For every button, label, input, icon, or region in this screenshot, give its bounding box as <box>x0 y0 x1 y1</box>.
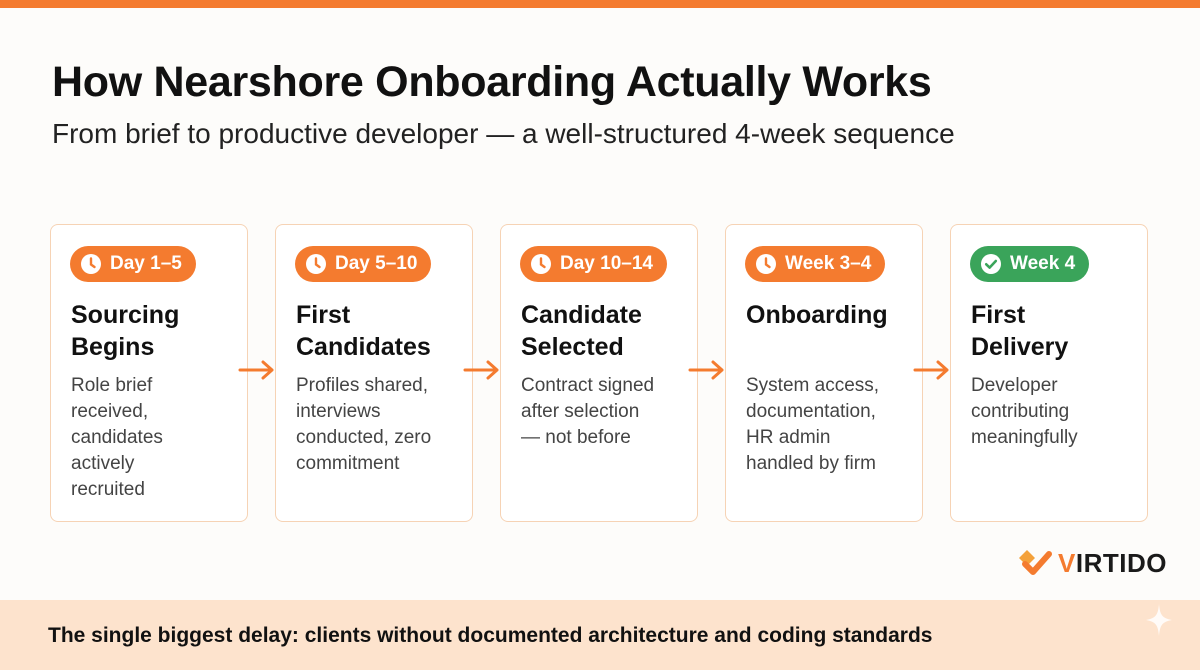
page-subtitle: From brief to productive developer — a w… <box>52 118 955 149</box>
step-badge: Week 3–4 <box>745 246 886 282</box>
step-badge-label: Week 3–4 <box>785 253 872 274</box>
step-title-line: Candidates <box>296 333 431 361</box>
step-title-line: Sourcing <box>71 301 180 329</box>
clock-icon <box>81 254 101 274</box>
step-title-line: Delivery <box>971 333 1069 361</box>
step-badge: Day 5–10 <box>295 246 432 282</box>
top-accent-bar <box>0 0 1200 8</box>
step-title-line: Begins <box>71 333 155 361</box>
arrow-right-icon <box>463 360 499 380</box>
arrow-right-icon <box>688 360 724 380</box>
step-desc-line: Profiles shared, <box>296 375 429 396</box>
step-badge: Week 4 <box>970 246 1090 282</box>
step-desc-line: System access, <box>746 375 880 396</box>
step-badge-label: Day 5–10 <box>335 253 418 274</box>
step-card-first-candidates: Day 5–10 First Candidates Profiles share… <box>275 224 473 522</box>
arrow-right-icon <box>913 360 949 380</box>
step-title: Sourcing Begins <box>71 299 241 363</box>
step-desc-line: meaningfully <box>971 427 1078 448</box>
sparkle-icon <box>1146 604 1172 636</box>
logo-wordmark-v: V <box>1058 547 1076 578</box>
step-desc-line: documentation, <box>746 401 876 422</box>
step-title: Onboarding <box>746 299 916 331</box>
step-description: Role brief received, candidates actively… <box>71 373 243 503</box>
check-circle-icon <box>981 254 1001 274</box>
step-desc-line: candidates <box>71 427 163 448</box>
page-title: How Nearshore Onboarding Actually Works <box>52 58 932 106</box>
step-badge-label: Day 1–5 <box>110 253 182 274</box>
step-desc-line: conducted, zero <box>296 427 432 448</box>
step-title-line: Candidate <box>521 301 642 329</box>
clock-icon <box>531 254 551 274</box>
step-desc-line: Role brief <box>71 375 153 396</box>
timeline-steps: Day 1–5 Sourcing Begins Role brief recei… <box>50 224 1150 522</box>
footer-note: The single biggest delay: clients withou… <box>48 624 933 647</box>
step-desc-line: HR admin <box>746 427 831 448</box>
step-badge-label: Week 4 <box>1010 253 1076 274</box>
step-desc-line: — not before <box>521 427 631 448</box>
step-desc-line: handled by firm <box>746 453 876 474</box>
step-description: System access, documentation, HR admin h… <box>746 373 918 477</box>
step-description: Contract signed after selection — not be… <box>521 373 693 451</box>
step-desc-line: interviews <box>296 401 381 422</box>
step-card-onboarding: Week 3–4 Onboarding System access, docum… <box>725 224 923 522</box>
step-desc-line: after selection <box>521 401 640 422</box>
step-description: Profiles shared, interviews conducted, z… <box>296 373 468 477</box>
logo-wordmark-rest: IRTIDO <box>1075 547 1167 578</box>
step-title: First Delivery <box>971 299 1141 363</box>
step-card-candidate-selected: Day 10–14 Candidate Selected Contract si… <box>500 224 698 522</box>
footer-banner: The single biggest delay: clients withou… <box>0 600 1200 670</box>
step-desc-line: received, <box>71 401 149 422</box>
step-desc-line: Developer <box>971 375 1058 396</box>
step-badge: Day 1–5 <box>70 246 196 282</box>
step-badge: Day 10–14 <box>520 246 667 282</box>
step-title-line: Selected <box>521 333 624 361</box>
step-card-first-delivery: Week 4 First Delivery Developer contribu… <box>950 224 1148 522</box>
step-title: Candidate Selected <box>521 299 691 363</box>
step-title-line: Onboarding <box>746 301 888 329</box>
clock-icon <box>756 254 776 274</box>
arrow-right-icon <box>238 360 274 380</box>
step-description: Developer contributing meaningfully <box>971 373 1143 451</box>
step-desc-line: commitment <box>296 453 400 474</box>
virtido-logo: VIRTIDO <box>1016 546 1167 580</box>
step-card-sourcing: Day 1–5 Sourcing Begins Role brief recei… <box>50 224 248 522</box>
step-title-line: First <box>296 301 351 329</box>
logo-wordmark: VIRTIDO <box>1058 548 1167 579</box>
step-desc-line: Contract signed <box>521 375 655 396</box>
step-badge-label: Day 10–14 <box>560 253 653 274</box>
step-desc-line: actively <box>71 453 135 474</box>
step-title: First Candidates <box>296 299 466 363</box>
virtido-logo-mark-icon <box>1019 550 1052 575</box>
step-desc-line: recruited <box>71 479 145 500</box>
clock-icon <box>306 254 326 274</box>
step-title-line: First <box>971 301 1026 329</box>
step-desc-line: contributing <box>971 401 1070 422</box>
